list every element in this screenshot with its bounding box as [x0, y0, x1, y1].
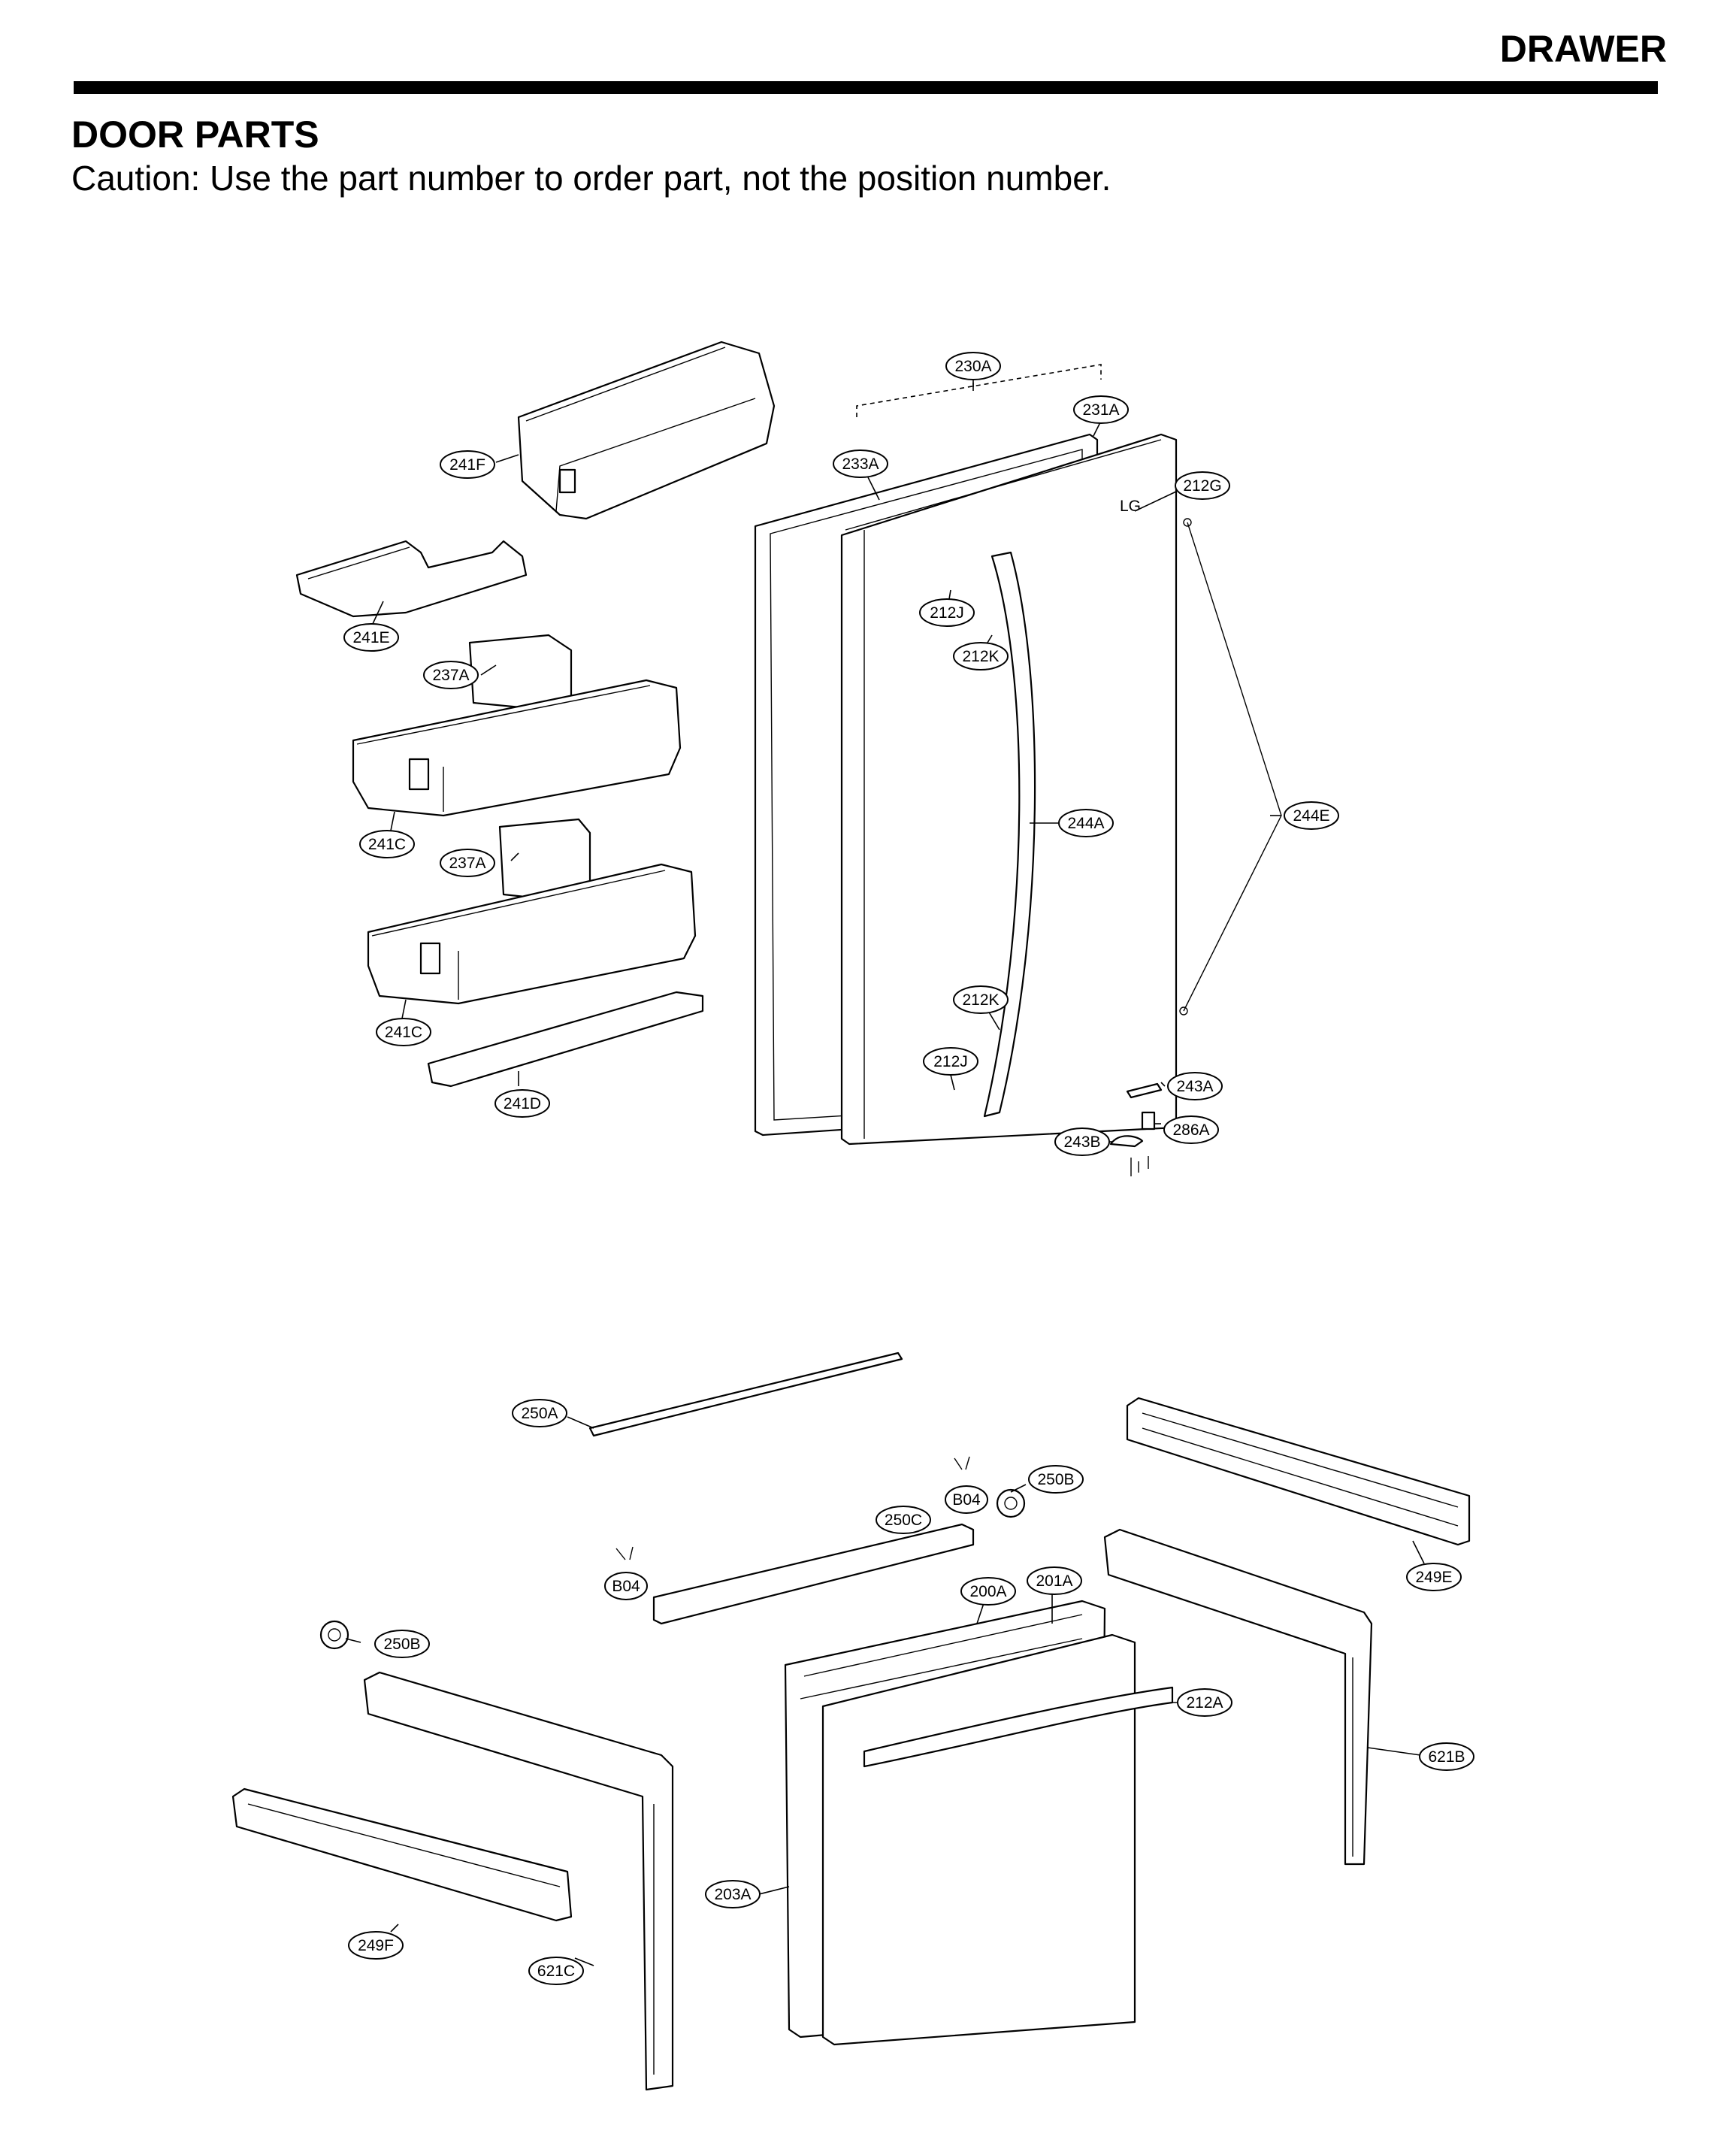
callout-b04-upper: B04	[945, 1485, 988, 1514]
drawer-front-212a	[821, 1633, 1174, 2046]
svg-text:621C: 621C	[537, 1963, 575, 1980]
svg-text:244E: 244E	[1293, 807, 1329, 825]
callout-250c: 250C	[876, 1506, 931, 1534]
gear-250b-upper	[996, 1488, 1026, 1518]
rail-249f	[231, 1787, 573, 1922]
gasket-strip-250a	[588, 1351, 903, 1437]
caution-text: Caution: Use the part number to order pa…	[71, 159, 1111, 198]
svg-text:203A: 203A	[714, 1886, 751, 1903]
svg-text:212J: 212J	[930, 604, 964, 622]
svg-text:243B: 243B	[1063, 1134, 1100, 1151]
svg-text:250B: 250B	[1037, 1471, 1074, 1488]
callout-237a-lower: 237A	[440, 849, 495, 877]
gear-250b-left	[319, 1620, 349, 1650]
callout-212j-lower: 212J	[923, 1047, 978, 1076]
svg-text:200A: 200A	[969, 1583, 1006, 1600]
callout-250b-upper: 250B	[1028, 1465, 1084, 1494]
svg-text:230A: 230A	[954, 358, 991, 375]
svg-text:250C: 250C	[885, 1512, 922, 1529]
callout-250b-left: 250B	[374, 1630, 430, 1658]
callout-203a: 203A	[705, 1880, 761, 1908]
callout-212j-upper: 212J	[919, 598, 975, 627]
svg-text:621B: 621B	[1428, 1748, 1465, 1766]
svg-text:249E: 249E	[1415, 1569, 1452, 1586]
callout-231a: 231A	[1073, 395, 1129, 424]
svg-text:250A: 250A	[521, 1405, 558, 1422]
group-bracket-230a	[856, 364, 1102, 417]
svg-text:233A: 233A	[842, 456, 879, 473]
rail-bracket-621b	[1103, 1528, 1373, 1866]
callout-212a: 212A	[1177, 1688, 1232, 1717]
bin-241c-upper	[352, 679, 682, 817]
hinge-parts-243	[1109, 1082, 1163, 1176]
header-rule	[74, 81, 1658, 94]
door-panel-231a: LG	[840, 433, 1178, 1146]
bin-241c-lower	[367, 863, 697, 1005]
bracket-250c	[652, 1523, 975, 1625]
svg-text:212K: 212K	[962, 648, 999, 665]
callout-241c-lower: 241C	[376, 1018, 431, 1046]
callout-244a: 244A	[1058, 809, 1114, 837]
svg-text:241E: 241E	[352, 629, 389, 646]
callout-250a: 250A	[512, 1399, 567, 1427]
svg-text:212A: 212A	[1186, 1694, 1223, 1712]
callout-241d: 241D	[494, 1089, 550, 1118]
svg-text:212J: 212J	[933, 1053, 968, 1070]
callout-244e: 244E	[1284, 801, 1339, 830]
callout-212g: 212G	[1175, 471, 1230, 500]
callout-241f: 241F	[440, 450, 495, 479]
svg-text:212K: 212K	[962, 991, 999, 1009]
callout-621b: 621B	[1419, 1742, 1474, 1771]
svg-text:B04: B04	[952, 1491, 981, 1509]
callout-249f: 249F	[348, 1931, 404, 1960]
callout-237a-upper: 237A	[423, 661, 479, 689]
svg-text:237A: 237A	[432, 667, 469, 684]
svg-text:241D: 241D	[504, 1095, 541, 1112]
callout-243b: 243B	[1054, 1127, 1110, 1156]
svg-text:201A: 201A	[1036, 1572, 1072, 1590]
callout-286a: 286A	[1163, 1115, 1219, 1144]
callout-212k-lower: 212K	[953, 985, 1009, 1014]
svg-text:241C: 241C	[368, 836, 406, 853]
gasket-wire-244e	[1179, 518, 1282, 1015]
rail-bracket-621c	[363, 1671, 674, 2091]
callout-200a: 200A	[960, 1577, 1016, 1606]
svg-text:243A: 243A	[1176, 1078, 1213, 1095]
callout-b04-lower: B04	[604, 1572, 648, 1600]
svg-text:250B: 250B	[383, 1636, 420, 1653]
tray-241e	[295, 540, 528, 618]
callout-249e: 249E	[1406, 1563, 1462, 1591]
callout-241c-upper: 241C	[359, 830, 415, 858]
bin-241f	[517, 341, 776, 520]
svg-text:241C: 241C	[385, 1024, 422, 1041]
svg-text:249F: 249F	[358, 1937, 394, 1954]
svg-text:231A: 231A	[1082, 401, 1119, 419]
callout-243a: 243A	[1167, 1072, 1223, 1100]
screws-b04	[615, 1456, 970, 1560]
callout-201a: 201A	[1027, 1566, 1082, 1595]
svg-text:212G: 212G	[1183, 477, 1221, 495]
rail-249e	[1126, 1397, 1471, 1546]
svg-text:241F: 241F	[449, 456, 485, 474]
callout-241e: 241E	[343, 623, 399, 652]
callout-212k-upper: 212K	[953, 642, 1009, 670]
svg-text:LG: LG	[1120, 498, 1141, 515]
callout-233a: 233A	[833, 449, 888, 478]
svg-text:244A: 244A	[1067, 815, 1104, 832]
callout-621c: 621C	[528, 1957, 584, 1985]
page-title: DOOR PARTS	[71, 114, 319, 156]
callout-230a: 230A	[945, 352, 1001, 380]
section-title: DRAWER	[1499, 28, 1667, 70]
svg-text:286A: 286A	[1172, 1121, 1209, 1139]
svg-text:B04: B04	[612, 1578, 640, 1595]
trim-241d	[427, 991, 704, 1088]
svg-text:237A: 237A	[449, 855, 485, 872]
